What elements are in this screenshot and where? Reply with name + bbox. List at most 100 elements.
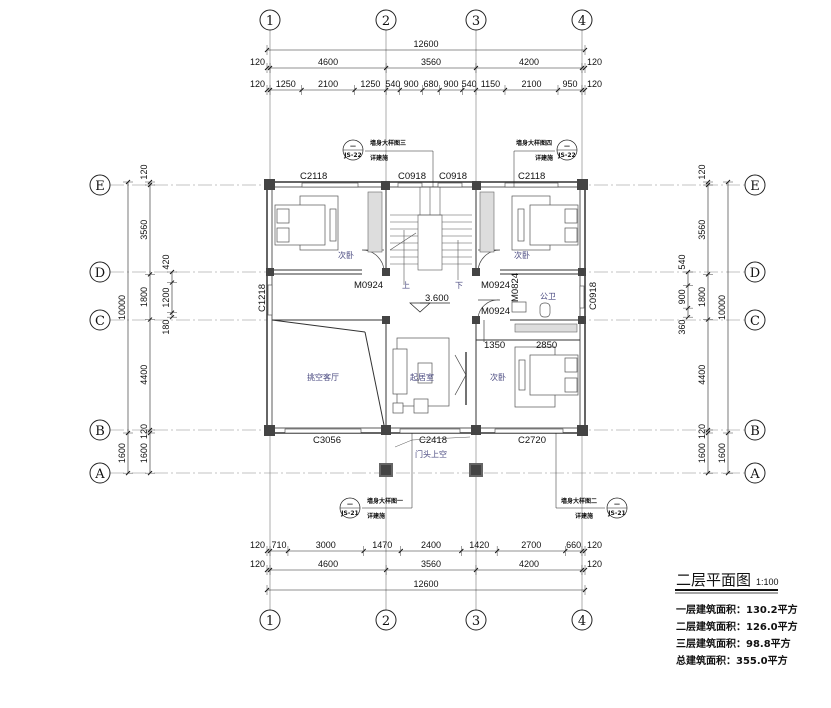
axis-label: 2 [382, 14, 390, 29]
dimension-value: 120 [587, 540, 602, 550]
axis-bubble-2-bottom: 2 [375, 609, 397, 631]
axis-bubble-A-left: A [89, 462, 111, 484]
callout-title: 墙身大样图四 [516, 139, 552, 147]
dimension-value: 1600 [717, 443, 727, 463]
window-label: C1218 [257, 284, 268, 312]
drawing-title: 二层平面图 [676, 571, 751, 589]
axis-label: B [95, 424, 105, 439]
window-label: C0918 [588, 282, 599, 310]
dimension-value: 680 [424, 79, 439, 89]
area-line: 总建筑面积：355.0平方 [676, 654, 788, 667]
stair-down-label: 下 [455, 281, 463, 290]
axis-label: 1 [266, 614, 274, 629]
dimension-value: 2100 [521, 79, 541, 89]
title-block: 二层平面图 1:100 一层建筑面积：130.2平方 二层建筑面积：126.0平… [675, 571, 798, 667]
dimension-value: 540 [385, 79, 400, 89]
dimension-value: 360 [677, 320, 687, 335]
dimension-value: 1800 [697, 287, 707, 307]
axis-label: 3 [472, 14, 480, 29]
dimension-value: 2400 [421, 540, 441, 550]
elevation-marker: 3.600 [409, 293, 450, 313]
dimension-value: 120 [697, 165, 707, 180]
room-label: 次卧 [514, 250, 530, 260]
door-swings [361, 249, 501, 405]
axis-label: 2 [382, 614, 390, 629]
area-line: 三层建筑面积：98.8平方 [676, 637, 791, 650]
window-label: C2118 [518, 171, 545, 182]
dimension-value: 4600 [318, 57, 338, 67]
dimension-value: 12600 [413, 39, 438, 49]
callout-number: — [347, 501, 353, 508]
axis-bubble-4-top: 4 [571, 9, 593, 31]
axis-bubble-3-bottom: 3 [465, 609, 487, 631]
room-label: 公卫 [540, 292, 556, 301]
callout-sub: 详建施 [370, 154, 388, 162]
dimension-value: 1470 [372, 540, 392, 550]
dimension-value: 120 [587, 57, 602, 67]
room-label: 起居室 [410, 372, 434, 382]
room-label: 挑空客厅 [307, 372, 339, 382]
axis-bubble-E-left: E [89, 174, 111, 196]
dimension-value: 1800 [139, 287, 149, 307]
callout-detail-1: — JS-21 墙身大样图一 详建施 [339, 433, 413, 520]
axis-label: E [750, 179, 760, 194]
dimension-value: 4200 [519, 559, 539, 569]
dimension-value: 180 [161, 320, 171, 335]
dimension-value: 4600 [318, 559, 338, 569]
axis-bubble-1-top: 1 [259, 9, 281, 31]
dimension-value: 120 [250, 79, 265, 89]
callout-title: 墙身大样图一 [367, 497, 403, 505]
axis-bubble-3-top: 3 [465, 9, 487, 31]
axis-label: A [94, 467, 105, 482]
dimension-value: 1600 [139, 443, 149, 463]
axis-label: A [749, 467, 760, 482]
callout-detail-3: — JS-22 墙身大样图三 详建施 [342, 139, 434, 187]
axis-bubble-B-right: B [744, 419, 766, 441]
axis-label: D [750, 266, 760, 281]
axis-label: 3 [472, 614, 480, 629]
dimension-value: 120 [139, 424, 149, 439]
callout-title: 墙身大样图三 [370, 139, 406, 147]
dimension-value: 10000 [717, 295, 727, 320]
window-label: C0918 [439, 171, 467, 182]
axis-label: 1 [266, 14, 274, 29]
axis-bubble-E-right: E [744, 174, 766, 196]
staircase [367, 187, 495, 285]
room-label: 次卧 [490, 372, 506, 382]
dimension-value: 540 [677, 255, 687, 270]
dimension-value: 10000 [117, 295, 127, 320]
dimension-value: 660 [566, 540, 581, 550]
dimension-value: 950 [562, 79, 577, 89]
dimension-value: 1600 [697, 443, 707, 463]
axis-bubble-C-right: C [744, 309, 766, 331]
columns [264, 179, 588, 477]
window-label: C2118 [300, 171, 327, 182]
axis-label: E [95, 179, 105, 194]
door-label: M0824 [510, 273, 521, 302]
dimension-value: 120 [250, 540, 265, 550]
dimension-value: 120 [697, 424, 707, 439]
elevation-label: 3.600 [425, 293, 449, 304]
dimension-value: 4400 [697, 365, 707, 385]
callout-detail-2: — JS-21 墙身大样图二 详建施 [555, 433, 628, 520]
dimension-value: 3560 [421, 57, 441, 67]
axis-bubble-A-right: A [744, 462, 766, 484]
callout-sheet: JS-22 [557, 152, 575, 159]
area-line: 一层建筑面积：130.2平方 [676, 603, 798, 616]
area-line: 二层建筑面积：126.0平方 [676, 620, 798, 633]
dimension-value: 1600 [117, 443, 127, 463]
dimension-value: 540 [462, 79, 477, 89]
axis-bubble-C-left: C [89, 309, 111, 331]
window-label: C0918 [398, 171, 426, 182]
window-openings [267, 182, 585, 434]
drawing-scale: 1:100 [756, 577, 779, 587]
callout-number: — [350, 143, 356, 150]
callout-sub: 详建施 [535, 154, 553, 162]
window-label: C2418 [419, 435, 447, 446]
axis-bubble-B-left: B [89, 419, 111, 441]
callout-sub: 详建施 [575, 512, 593, 520]
axis-label: 4 [578, 614, 586, 629]
dimension-value: 3000 [316, 540, 336, 550]
